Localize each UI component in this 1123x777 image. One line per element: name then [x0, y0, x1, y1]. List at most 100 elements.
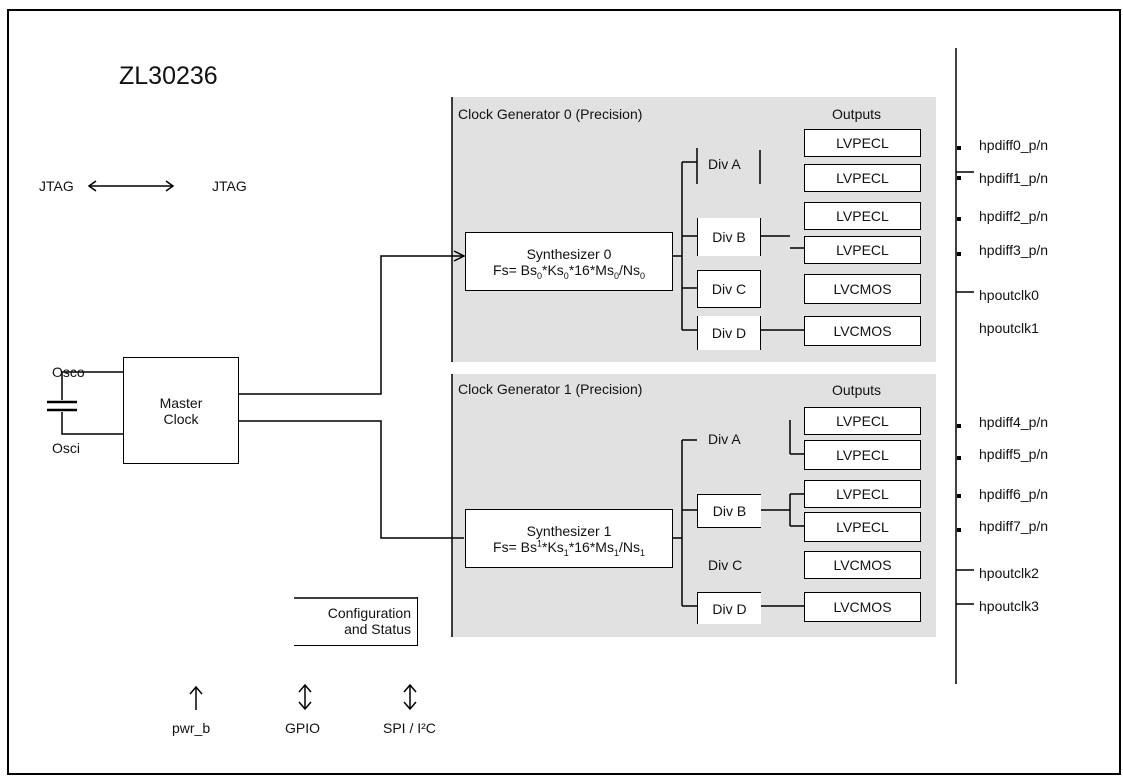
gen0-output-2: LVPECL — [804, 164, 921, 192]
clock-generator-1-outputs-header: Outputs — [832, 382, 882, 398]
gen0-div-b-box: Div B — [697, 218, 761, 256]
master-clock-box: Master Clock — [123, 357, 239, 464]
gen1-div-d-label: Div D — [712, 600, 747, 617]
synthesizer-1-formula-sub1: 1 — [536, 537, 542, 548]
pin-marker — [957, 217, 961, 221]
synthesizer-1-formula: Fs= Bs1*Ks1*16*Ms1/Ns1 — [493, 537, 645, 558]
gen1-div-b-label: Div B — [712, 503, 747, 519]
gen1-pin-6: hpoutclk3 — [979, 598, 1039, 614]
gen0-div-d-label: Div D — [711, 325, 747, 341]
synthesizer-0-formula-d: /Ns — [618, 261, 640, 278]
synthesizer-0-formula-a: Fs= Bs — [493, 261, 537, 278]
synthesizer-0-formula: Fs= Bs0*Ks0*16*Ms0/Ns0 — [493, 261, 645, 281]
gen0-output-4: LVPECL — [804, 236, 921, 264]
gen1-output-1-label: LVPECL — [836, 413, 889, 429]
master-clock-line2: Clock — [163, 410, 199, 427]
spi-i2c-bidirectional-arrow-icon — [403, 683, 417, 711]
gen1-output-6-label: LVCMOS — [833, 599, 892, 615]
gen1-output-2: LVPECL — [804, 440, 921, 470]
gen0-pin-2: hpdiff1_p/n — [979, 170, 1049, 186]
gen1-pin-5: hpoutclk2 — [979, 565, 1039, 581]
gen0-output-1-label: LVPECL — [836, 135, 889, 151]
gen1-output-6: LVCMOS — [804, 592, 921, 622]
gen1-output-1: LVPECL — [804, 407, 921, 435]
configuration-status-box: Configuration and Status — [294, 597, 418, 646]
pin-marker — [957, 252, 961, 256]
gen0-pin-1: hpdiff0_p/n — [979, 137, 1049, 153]
pin-marker — [957, 176, 961, 180]
pin-marker — [957, 494, 961, 498]
osc-out-label: Osco — [52, 364, 85, 380]
pin-marker — [957, 146, 961, 150]
synthesizer-1-formula-c: *16*Ms — [568, 538, 614, 555]
gen0-div-a-bracket — [696, 148, 698, 184]
gen1-output-3: LVPECL — [804, 480, 921, 508]
gen0-div-c-box: Div C — [697, 270, 761, 308]
synthesizer-0-formula-sub1: 0 — [536, 270, 542, 281]
gen1-output-5-label: LVCMOS — [833, 557, 892, 573]
synthesizer-1-box: Synthesizer 1 Fs= Bs1*Ks1*16*Ms1/Ns1 — [465, 509, 673, 568]
gen1-pin-3: hpdiff6_p/n — [979, 486, 1049, 502]
synthesizer-0-formula-sub4: 0 — [639, 270, 645, 281]
gen0-div-b-label: Div B — [712, 229, 746, 245]
gen0-pin-3: hpdiff2_p/n — [979, 208, 1049, 224]
pin-marker — [957, 456, 961, 460]
gen0-output-5-label: LVCMOS — [833, 281, 892, 297]
gen0-output-1: LVPECL — [804, 129, 921, 157]
chip-title: ZL30236 — [119, 62, 218, 90]
config-status-line1: Configuration — [327, 605, 411, 621]
gen1-pin-2: hpdiff5_p/n — [979, 446, 1049, 462]
synthesizer-1-formula-a: Fs= Bs — [493, 538, 537, 555]
gen1-div-d-box: Div D — [697, 592, 761, 624]
gen1-pin-1: hpdiff4_p/n — [979, 414, 1049, 430]
jtag-left-label: JTAG — [39, 178, 74, 194]
gen0-div-c-label: Div C — [711, 281, 747, 297]
master-clock-line1: Master — [159, 394, 203, 411]
config-box-top-line — [294, 597, 418, 599]
pwr-b-label: pwr_b — [172, 720, 211, 736]
jtag-right-label: JTAG — [212, 178, 247, 194]
config-status-line2: and Status — [344, 621, 411, 637]
synthesizer-1-formula-sub2: 1 — [563, 547, 569, 558]
pwr-b-up-arrow-icon — [189, 685, 203, 710]
synthesizer-1-name: Synthesizer 1 — [526, 522, 612, 539]
gen1-output-4-label: LVPECL — [836, 519, 889, 535]
gen0-output-2-label: LVPECL — [836, 170, 889, 186]
gen0-pin-4: hpdiff3_p/n — [979, 242, 1049, 258]
pin-marker — [957, 528, 961, 532]
synthesizer-0-formula-c: *16*Ms — [568, 261, 614, 278]
gen1-output-5: LVCMOS — [804, 551, 921, 579]
gen0-pin-6: hpoutclk1 — [979, 320, 1039, 336]
clock-generator-1-title: Clock Generator 1 (Precision) — [458, 381, 643, 397]
osc-in-label: Osci — [52, 440, 80, 456]
clock-generator-0-outputs-header: Outputs — [832, 106, 882, 122]
gen0-pin-5: hpoutclk0 — [979, 287, 1039, 303]
synthesizer-1-formula-b: *Ks — [542, 538, 564, 555]
synthesizer-1-formula-sub3: 1 — [613, 547, 619, 558]
gen0-output-6-label: LVCMOS — [833, 323, 892, 339]
crystal-icon — [60, 404, 61, 405]
synthesizer-0-name: Synthesizer 0 — [526, 245, 612, 262]
gen0-output-3-label: LVPECL — [836, 208, 889, 224]
gen1-div-c: Div C — [708, 557, 743, 573]
gen0-output-4-label: LVPECL — [836, 242, 889, 258]
gen1-pin-4: hpdiff7_p/n — [979, 518, 1049, 534]
pin-marker — [957, 424, 961, 428]
spi-i2c-label: SPI / I²C — [383, 720, 436, 736]
gpio-bidirectional-arrow-icon — [298, 683, 312, 711]
gen1-output-3-label: LVPECL — [836, 486, 889, 502]
synthesizer-0-formula-sub3: 0 — [613, 270, 619, 281]
synthesizer-0-box: Synthesizer 0 Fs= Bs0*Ks0*16*Ms0/Ns0 — [465, 232, 673, 291]
jtag-bidirectional-arrow-icon — [87, 180, 175, 192]
synthesizer-1-formula-sub4: 1 — [639, 547, 645, 558]
gen1-output-4: LVPECL — [804, 512, 921, 542]
gen1-div-a: Div A — [708, 431, 741, 447]
synthesizer-0-formula-b: *Ks — [542, 261, 564, 278]
gen0-output-5: LVCMOS — [804, 274, 921, 304]
gen0-output-6: LVCMOS — [804, 316, 921, 346]
gen1-output-2-label: LVPECL — [836, 447, 889, 463]
clock-generator-0-title: Clock Generator 0 (Precision) — [458, 106, 643, 122]
gpio-label: GPIO — [285, 720, 321, 736]
